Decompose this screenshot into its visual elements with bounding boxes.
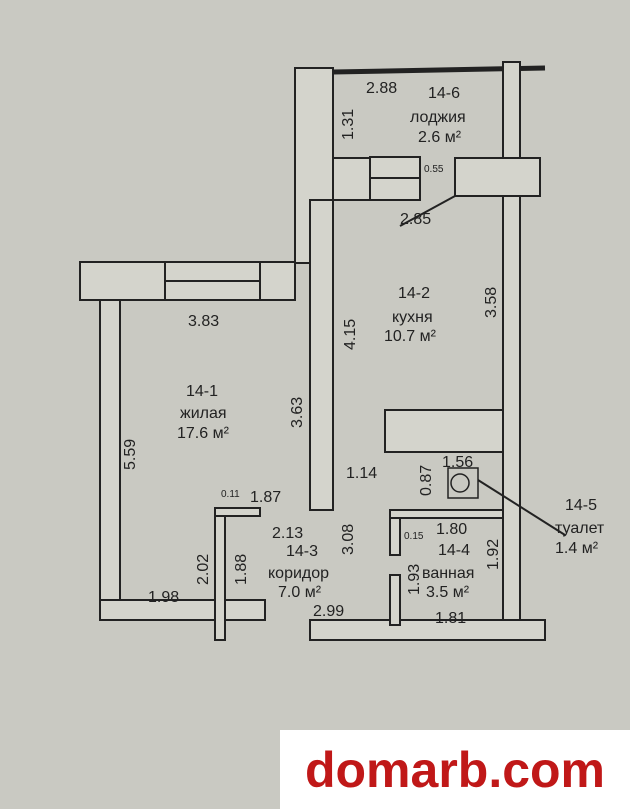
dimension-label: 3.63: [289, 397, 306, 428]
living-id: 14-1: [186, 383, 218, 400]
dimension-label: 1.87: [250, 489, 281, 506]
toilet-area: 1.4 м²: [555, 540, 599, 557]
bathroom-name: ванная: [422, 565, 474, 582]
dimension-label: 5.59: [122, 439, 139, 470]
dimension-label: 2.99: [313, 603, 344, 620]
watermark-text: domarb.com: [304, 741, 606, 798]
corridor-id: 14-3: [286, 543, 318, 560]
toilet-name: туалет: [555, 520, 605, 537]
kitchen-name: кухня: [392, 309, 433, 326]
kitchen-area: 10.7 м²: [384, 328, 437, 345]
corridor-area: 7.0 м²: [278, 584, 322, 601]
dimension-label: 0.11: [221, 489, 240, 500]
dimension-label: 0.15: [404, 531, 424, 542]
toilet-fixture-icon: [447, 467, 566, 536]
dimension-label: 3.08: [340, 524, 357, 555]
loggia-name: лоджия: [410, 109, 466, 126]
loggia-area: 2.6 м²: [418, 129, 462, 146]
dimension-label: 2.02: [195, 554, 212, 585]
dimension-label: 1.81: [435, 610, 466, 627]
dimension-label: 3.83: [188, 313, 219, 330]
kitchen-id: 14-2: [398, 285, 430, 302]
dimension-label: 1.80: [436, 521, 467, 538]
dimension-label: 1.88: [233, 554, 250, 585]
dimension-label: 1.14: [346, 465, 377, 482]
dimension-label: 2.13: [272, 525, 303, 542]
dimension-label: 2.88: [366, 80, 397, 97]
dimension-label: 3.58: [483, 287, 500, 318]
toilet-id: 14-5: [565, 497, 597, 514]
dimension-label: 1.31: [340, 109, 357, 140]
dimensions: 2.88 1.31 0.55 2.85 3.58 4.15 3.83 3.63 …: [122, 80, 502, 627]
bathroom-area: 3.5 м²: [426, 584, 470, 601]
dimension-label: 2.85: [400, 211, 431, 228]
living-name: жилая: [180, 405, 227, 422]
dimension-label: 0.87: [418, 465, 435, 496]
dimension-label: 1.93: [406, 564, 423, 595]
dimension-label: 4.15: [342, 319, 359, 350]
dimension-label: 1.92: [485, 539, 502, 570]
living-area: 17.6 м²: [177, 425, 230, 442]
dimension-label: 1.56: [442, 454, 473, 471]
walls: [79, 61, 546, 641]
watermark-logo: domarb.com: [280, 730, 630, 809]
dimension-label: 0.55: [424, 164, 444, 175]
bathroom-id: 14-4: [438, 542, 470, 559]
dimension-label: 1.98: [148, 589, 179, 606]
corridor-name: коридор: [268, 565, 329, 582]
loggia-id: 14-6: [428, 85, 460, 102]
